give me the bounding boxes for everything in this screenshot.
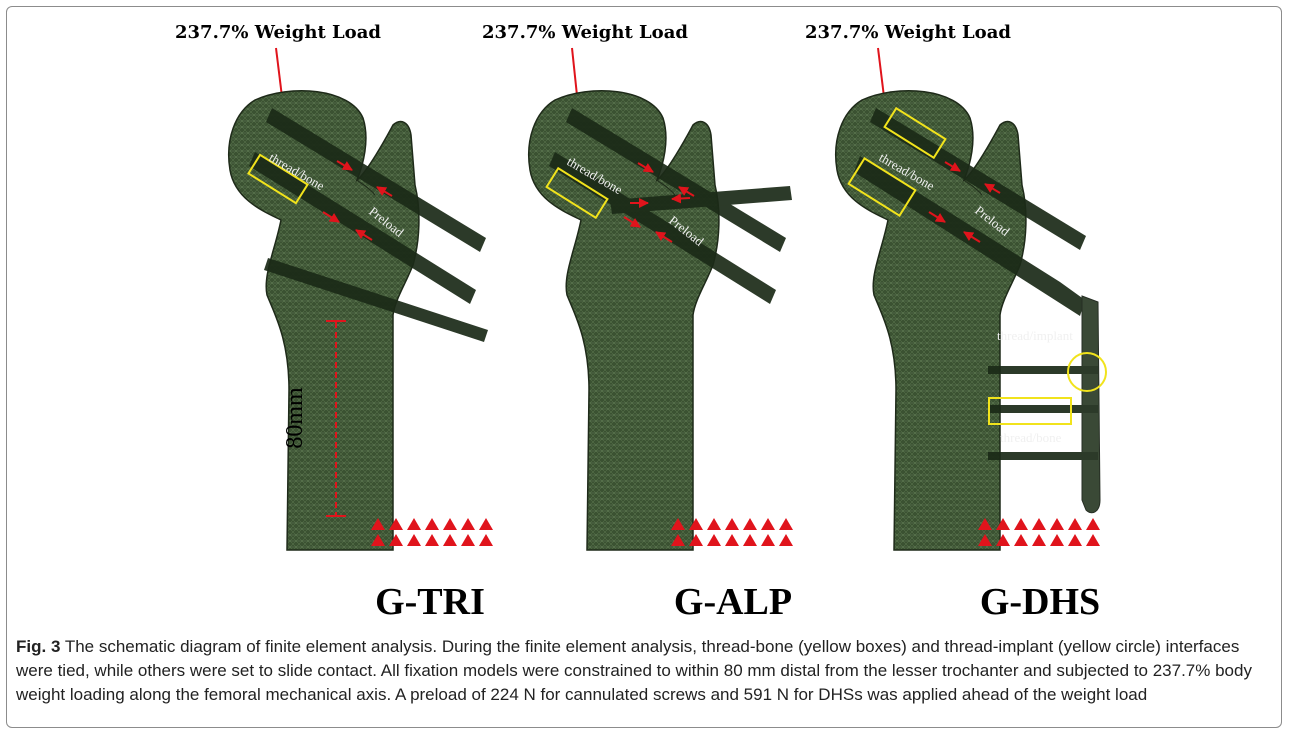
thread-bone-label: thread/bone xyxy=(1000,430,1062,445)
weight-load-label: 237.7% Weight Load xyxy=(175,22,381,43)
group-label-g-tri: G-TRI xyxy=(375,581,485,623)
panel-g-alp: 237.7% Weight Load thread/bone Preload G… xyxy=(482,22,793,623)
panel-g-tri: 237.7% Weight Load thread/bone Preload 8… xyxy=(175,22,493,623)
group-label-g-dhs: G-DHS xyxy=(980,581,1100,623)
dimension-label: 80mm xyxy=(282,387,308,449)
weight-load-label: 237.7% Weight Load xyxy=(805,22,1011,43)
thread-implant-label: thread/implant xyxy=(997,328,1073,343)
figure-number: Fig. 3 xyxy=(16,637,60,656)
weight-load-label: 237.7% Weight Load xyxy=(482,22,688,43)
group-label-g-alp: G-ALP xyxy=(674,581,792,623)
panel-g-dhs: 237.7% Weight Load thread/bone Preload t… xyxy=(805,22,1106,623)
figure-caption: Fig. 3 The schematic diagram of finite e… xyxy=(16,635,1271,707)
caption-text: The schematic diagram of finite element … xyxy=(16,637,1252,704)
